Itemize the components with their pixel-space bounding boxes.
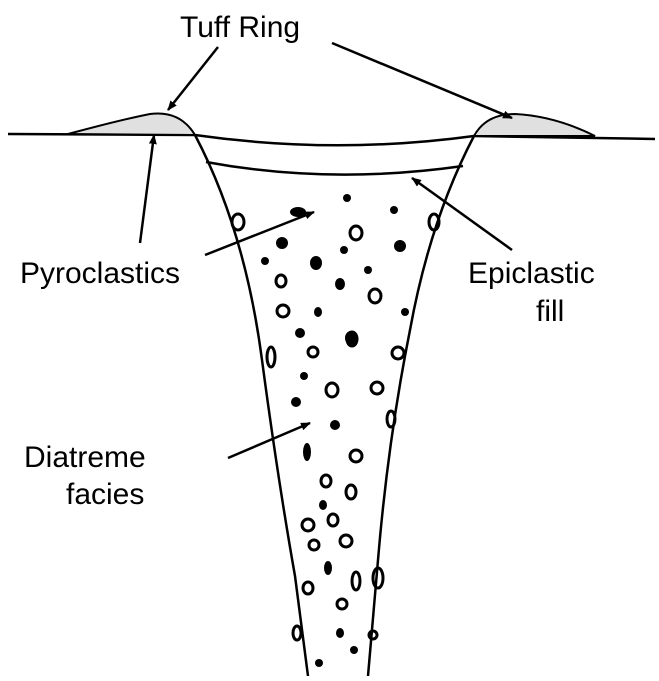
label-epiclastic-line2: fill <box>536 296 564 328</box>
crater-floor <box>195 135 474 145</box>
arrow-pyroclastics-ring <box>140 135 154 243</box>
arrow-tuff-ring-left <box>168 47 218 110</box>
arrow-tuff-ring-right <box>332 43 512 118</box>
tuff-ring-right <box>474 114 595 136</box>
label-pyroclastics: Pyroclastics <box>20 258 180 290</box>
arrow-pyroclastics-pipe <box>205 212 314 255</box>
tuff-ring-left <box>68 113 195 135</box>
arrow-diatreme-facies <box>228 423 310 458</box>
label-diatreme-line1: Diatreme <box>24 442 146 474</box>
diatreme-clasts <box>261 194 409 667</box>
label-diatreme-line2: facies <box>66 479 144 511</box>
arrow-epiclastic-fill <box>412 178 512 250</box>
label-epiclastic-line1: Epiclastic <box>468 258 595 290</box>
epiclastic-fill-base <box>206 162 463 175</box>
diatreme-wall-right <box>368 136 474 676</box>
diatreme-wall-left <box>195 135 308 676</box>
label-tuff-ring: Tuff Ring <box>180 12 300 44</box>
